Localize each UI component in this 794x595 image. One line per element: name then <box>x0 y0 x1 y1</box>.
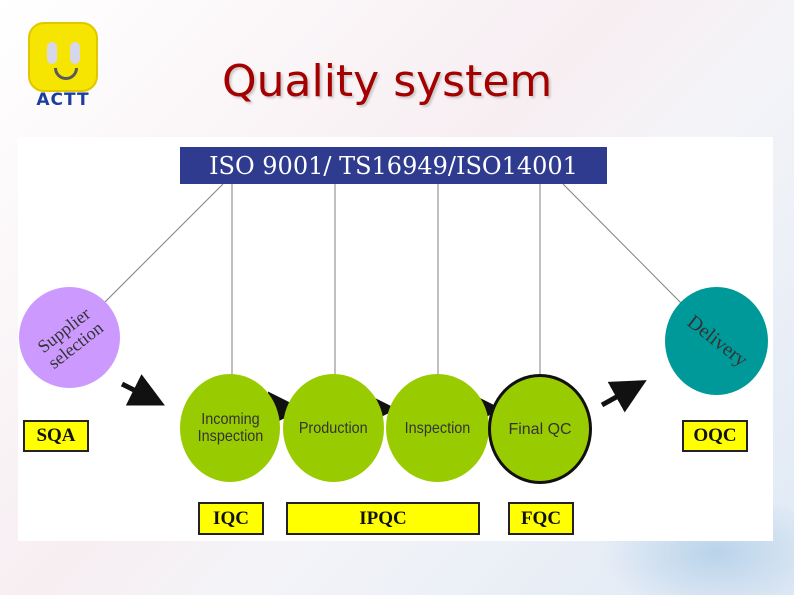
arrow-to-delivery <box>600 380 647 413</box>
final-qc-label: Final QC <box>508 420 572 438</box>
quality-diagram: ISO 9001/ TS16949/ISO14001 Supplier sele… <box>18 137 773 541</box>
inspection-circle: Inspection <box>386 374 489 482</box>
logo-eye-right <box>70 42 80 64</box>
connector-supplier <box>99 183 224 308</box>
logo-mouth <box>54 68 78 80</box>
sqa-label-box: SQA <box>23 420 89 452</box>
actt-logo: ACTT <box>18 22 108 110</box>
page-title: Quality system <box>222 56 553 107</box>
iqc-label-box: IQC <box>198 502 264 535</box>
delivery-label: Delivery <box>682 310 752 371</box>
logo-face-icon <box>28 22 98 92</box>
standards-banner: ISO 9001/ TS16949/ISO14001 <box>180 147 607 184</box>
final-qc-circle: Final QC <box>488 374 592 484</box>
incoming-label-line1: Incoming <box>200 411 260 428</box>
logo-text: ACTT <box>36 90 90 110</box>
oqc-label-box: OQC <box>682 420 748 452</box>
incoming-inspection-circle: Incoming Inspection <box>180 374 280 482</box>
connector-lines <box>99 183 686 427</box>
supplier-selection-label: Supplier selection <box>33 302 107 373</box>
arrow-to-incoming <box>120 374 165 406</box>
logo-eye-left <box>47 42 57 64</box>
supplier-selection-circle: Supplier selection <box>19 287 120 388</box>
production-label: Production <box>299 419 368 437</box>
inspection-label: Inspection <box>404 419 471 437</box>
incoming-label-line2: Inspection <box>197 428 263 445</box>
ipqc-label-box: IPQC <box>286 502 480 535</box>
production-circle: Production <box>283 374 384 482</box>
connector-delivery <box>562 183 686 308</box>
delivery-circle: Delivery <box>665 287 768 395</box>
fqc-label-box: FQC <box>508 502 574 535</box>
